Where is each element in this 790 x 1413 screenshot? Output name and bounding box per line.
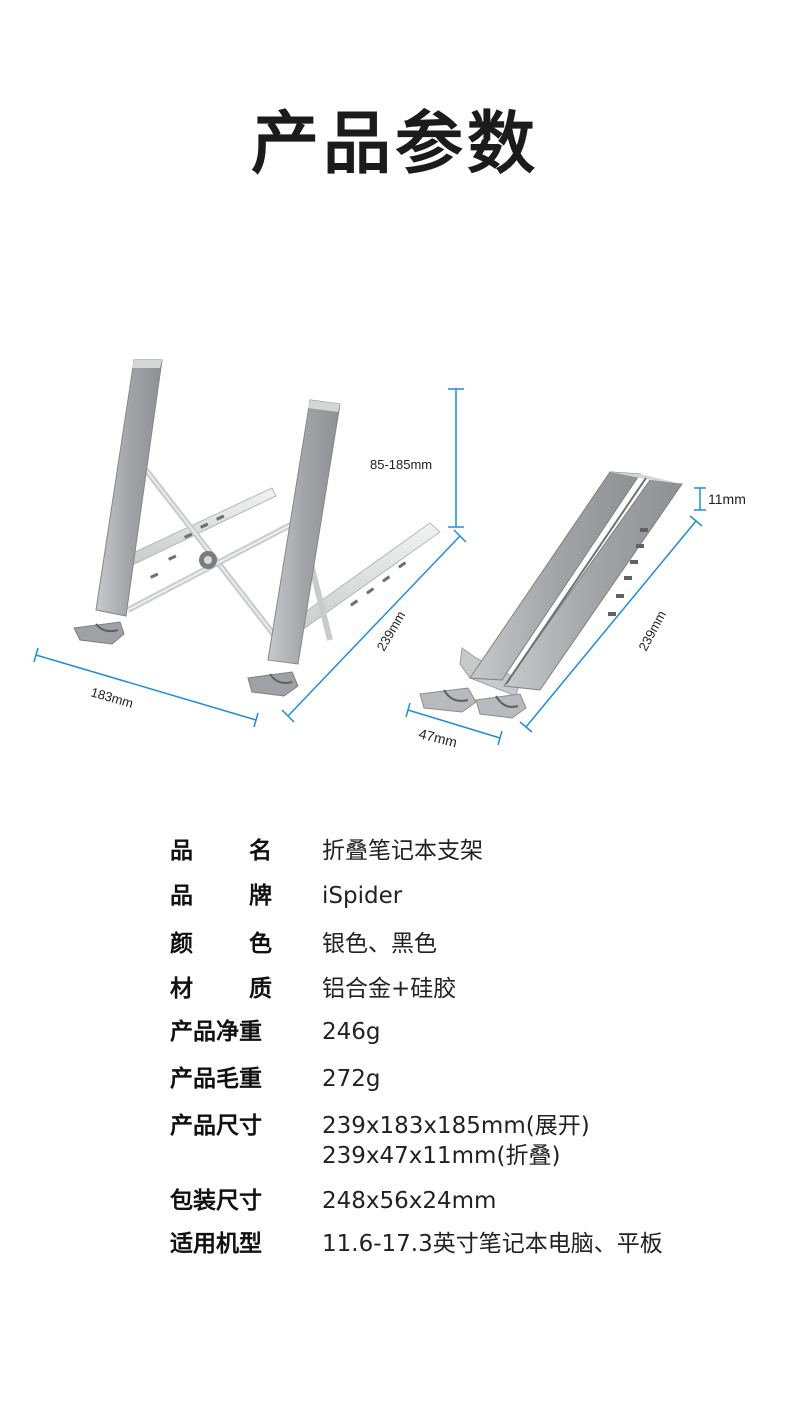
dimension-width-folded (405, 702, 503, 746)
thickness-folded-label: 11mm (708, 491, 746, 507)
spec-value: 248x56x24mm (322, 1188, 497, 1214)
folded-stand (419, 471, 683, 719)
spec-label: 产品毛重 (170, 1066, 262, 1092)
width-open-label: 183mm (89, 684, 135, 710)
spec-value: 272g (322, 1066, 381, 1092)
spec-value: 铝合金+硅胶 (322, 976, 457, 1002)
product-illustration: 85-185mm 239mm 183mm (33, 359, 746, 750)
page-title: 产品参数 (250, 105, 539, 184)
spec-label: 产品净重 (170, 1019, 262, 1045)
spec-label: 产品尺寸 (170, 1113, 262, 1139)
spec-value: 折叠笔记本支架 (322, 838, 483, 864)
length-folded-label: 239mm (635, 608, 669, 653)
spec-label: 颜色 (170, 931, 272, 957)
dimension-width-open (33, 647, 259, 728)
dimension-height (448, 388, 464, 528)
spec-value-secondary: 239x47x11mm(折叠) (322, 1143, 561, 1169)
dimension-thickness-folded (694, 487, 706, 511)
spec-value: iSpider (322, 883, 403, 909)
spec-value: 银色、黑色 (322, 931, 437, 957)
spec-label: 材质 (170, 976, 272, 1002)
length-open-label: 239mm (374, 608, 409, 653)
spec-value: 11.6-17.3英寸笔记本电脑、平板 (322, 1231, 663, 1257)
spec-value: 246g (322, 1019, 381, 1045)
width-folded-label: 47mm (417, 725, 459, 750)
spec-label: 品牌 (170, 883, 272, 909)
spec-label: 适用机型 (170, 1231, 262, 1257)
spec-value: 239x183x185mm(展开) (322, 1113, 590, 1139)
dimension-length-folded (519, 515, 703, 733)
dimension-length-open (281, 529, 467, 723)
spec-label: 包装尺寸 (170, 1188, 262, 1214)
height-range-label: 85-185mm (370, 457, 432, 472)
spec-label: 品名 (170, 838, 272, 864)
open-stand (73, 359, 441, 697)
